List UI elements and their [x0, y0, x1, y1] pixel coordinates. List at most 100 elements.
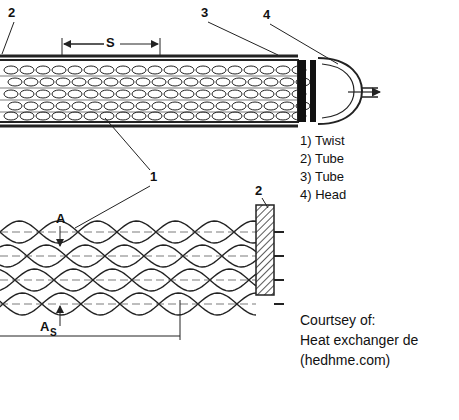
- tube-twist: [152, 78, 166, 86]
- credit-text: Courtsey of:: [300, 313, 375, 328]
- twisted-tube: [0, 245, 256, 267]
- tube-twist: [212, 112, 226, 120]
- tube-twist: [24, 102, 38, 110]
- tube-twist: [228, 66, 242, 74]
- tube-twist: [276, 112, 290, 120]
- tube-twist: [148, 112, 162, 120]
- tube-twist: [264, 78, 278, 86]
- twisted-tube: [0, 269, 256, 291]
- tube-twist: [228, 112, 242, 120]
- tube-twist: [100, 90, 114, 98]
- tube-twist: [164, 66, 178, 74]
- tube-twist: [68, 66, 82, 74]
- tube-twist: [132, 90, 146, 98]
- head: [318, 58, 362, 124]
- twisted-tube: [0, 245, 256, 267]
- callout-number: 3: [201, 6, 208, 20]
- tube-twist: [68, 112, 82, 120]
- legend-line: 2) Tube: [300, 152, 344, 166]
- tube-twist: [36, 112, 50, 120]
- legend-line: 4) Head: [300, 188, 346, 202]
- tube-twist: [248, 78, 262, 86]
- tube-twist: [52, 112, 66, 120]
- tube-sheet: [256, 205, 274, 295]
- tube-twist: [88, 102, 102, 110]
- tube-twist: [212, 66, 226, 74]
- tube-twist: [52, 66, 66, 74]
- twisted-tube: [0, 293, 256, 315]
- tube-twist: [244, 66, 258, 74]
- tube-twist: [84, 112, 98, 120]
- callout-number: 1: [150, 170, 157, 184]
- tube-twist: [260, 66, 274, 74]
- tube-twist: [244, 112, 258, 120]
- tube-twist: [260, 90, 274, 98]
- tube-twist: [232, 78, 246, 86]
- tube-twist: [212, 90, 226, 98]
- tube-twist: [196, 66, 210, 74]
- tube-twist: [100, 66, 114, 74]
- tube-twist: [164, 112, 178, 120]
- tube-twist: [116, 90, 130, 98]
- tube-twist: [164, 90, 178, 98]
- tube-twist: [4, 90, 18, 98]
- tube-twist: [200, 78, 214, 86]
- dimension-subscript: S: [50, 327, 57, 338]
- tube-shell: [0, 60, 298, 122]
- callout-number: 2: [255, 184, 262, 198]
- tube-twist: [84, 90, 98, 98]
- tube-twist: [56, 78, 70, 86]
- tube-twist: [20, 90, 34, 98]
- tube-twist: [276, 90, 290, 98]
- tube-twist: [116, 66, 130, 74]
- twisted-tube: [0, 293, 256, 315]
- tube-twist: [20, 66, 34, 74]
- tube-twist: [4, 112, 18, 120]
- tube-twist: [264, 102, 278, 110]
- tube-twist: [136, 78, 150, 86]
- twisted-tube: [0, 269, 256, 291]
- tube-twist: [84, 66, 98, 74]
- tube-twist: [104, 102, 118, 110]
- tube-twist: [132, 112, 146, 120]
- tube-twist: [116, 112, 130, 120]
- tube-twist: [72, 78, 86, 86]
- tube-twist: [168, 102, 182, 110]
- tube-twist: [168, 78, 182, 86]
- tube-twist: [260, 112, 274, 120]
- tube-twist: [196, 90, 210, 98]
- tube-twist: [248, 102, 262, 110]
- tube-twist: [200, 102, 214, 110]
- tube-twist: [184, 78, 198, 86]
- legend-line: 1) Twist: [300, 134, 345, 148]
- tube-twist: [24, 78, 38, 86]
- tube-twist: [120, 78, 134, 86]
- tube-sheet: [298, 60, 306, 122]
- dimension-label: S: [106, 36, 115, 50]
- tube-twist: [148, 66, 162, 74]
- tube-twist: [180, 90, 194, 98]
- tube-twist: [56, 102, 70, 110]
- tube-twist: [152, 102, 166, 110]
- credit-text: Heat exchanger de: [300, 333, 418, 348]
- tube-twist: [88, 78, 102, 86]
- tube-twist: [104, 78, 118, 86]
- tube-twist: [8, 78, 22, 86]
- tube-twist: [4, 66, 18, 74]
- tube-twist: [100, 112, 114, 120]
- tube-twist: [40, 78, 54, 86]
- tube-twist: [228, 90, 242, 98]
- tube-twist: [52, 90, 66, 98]
- credit-text: (hedhme.com): [300, 353, 390, 368]
- tube-twist: [36, 66, 50, 74]
- tube-twist: [196, 112, 210, 120]
- tube-twist: [68, 90, 82, 98]
- tube-twist: [148, 90, 162, 98]
- tube-twist: [72, 102, 86, 110]
- tube-twist: [280, 78, 294, 86]
- tube-twist: [40, 102, 54, 110]
- tube-twist: [20, 112, 34, 120]
- tube-twist: [8, 102, 22, 110]
- callout-number: 2: [8, 6, 15, 20]
